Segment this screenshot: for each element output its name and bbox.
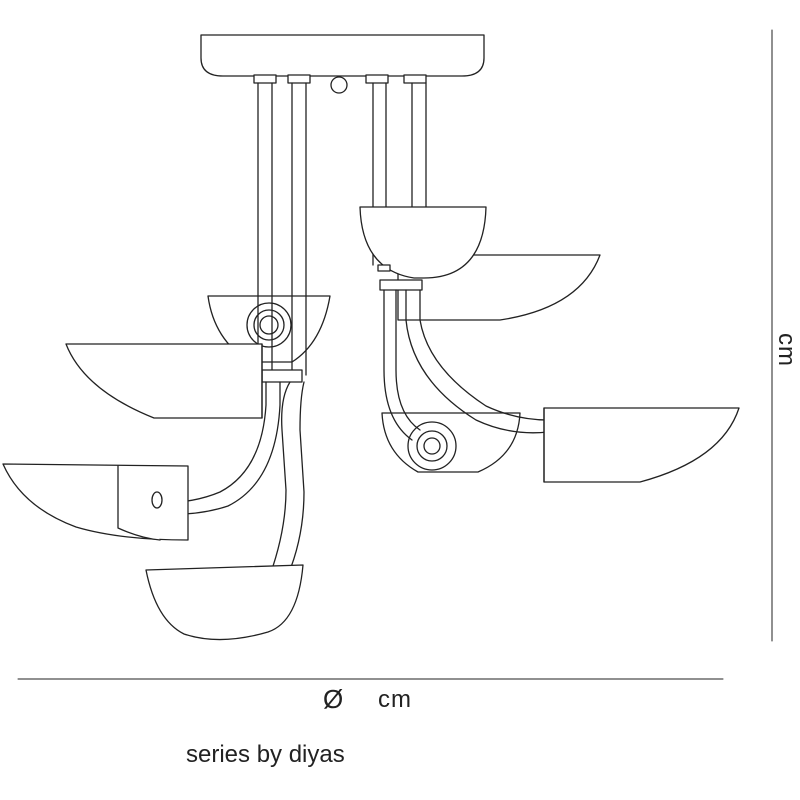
shade-left-upper [66, 344, 262, 418]
ceiling-canopy [201, 35, 484, 93]
canopy-screw [331, 77, 347, 93]
shade-bottom [146, 565, 303, 640]
diameter-symbol: Ø [323, 684, 344, 714]
series-caption: series by diyas [186, 741, 345, 768]
height-unit-label: cm [773, 333, 800, 367]
shade-right-lower [544, 408, 739, 482]
arm-left-to-bottom-shade [270, 382, 304, 575]
back-shade-right [382, 413, 520, 472]
diameter-unit-label: cm [378, 686, 412, 713]
arm-right [380, 280, 548, 440]
shade-left-far [3, 464, 188, 540]
shade-right-small-bowl [360, 207, 486, 278]
dimension-lines [18, 30, 772, 679]
